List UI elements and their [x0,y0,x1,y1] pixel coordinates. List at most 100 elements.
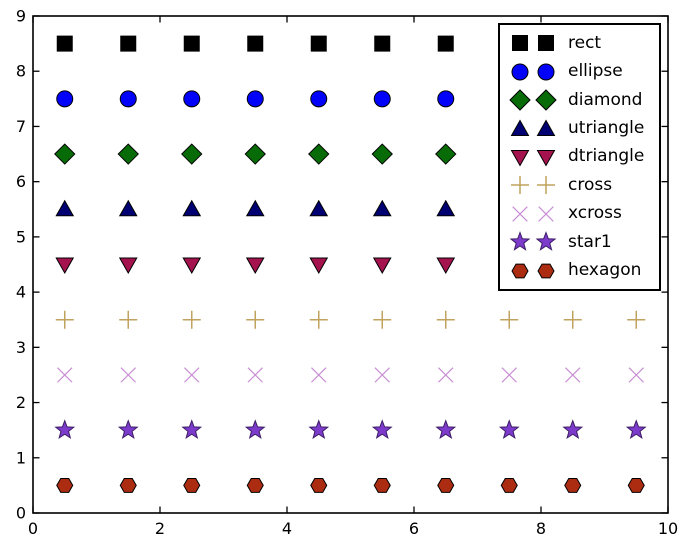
marker-diamond [54,143,76,165]
marker-dtriangle [436,257,456,275]
marker-cross [119,310,138,329]
legend-item-xcross: xcross [507,200,657,227]
marker-star1 [498,419,520,440]
legend-marker-plus-icon [511,176,555,195]
y-tick-label: 1 [16,448,26,467]
legend-marker-circle-icon [511,63,555,81]
marker-hexagon [500,477,518,493]
marker-dtriangle [245,257,265,275]
legend-label: utriangle [568,118,645,139]
legend-item-utriangle: utriangle [507,115,657,142]
y-tick-label: 3 [16,338,26,357]
marker-xcross [374,367,390,383]
x-tick-label: 0 [28,519,38,538]
marker-star1 [625,419,647,440]
marker-dtriangle [182,257,202,275]
marker-cross [246,310,265,329]
marker-xcross [120,367,136,383]
y-tick-label: 2 [16,393,26,412]
marker-star1 [435,419,457,440]
marker-xcross [628,367,644,383]
marker-star1 [54,419,76,440]
legend-marker-star5-icon [509,231,557,252]
legend-item-diamond: diamond [507,87,657,114]
marker-utriangle [245,199,265,217]
marker-xcross [501,367,517,383]
legend-marker-triangle-down-icon [510,149,556,167]
marker-utriangle [55,199,75,217]
legend-label: ellipse [568,61,623,82]
marker-ellipse [56,90,74,108]
marker-cross [627,310,646,329]
marker-xcross [438,367,454,383]
y-tick-label: 7 [16,117,26,136]
marker-utriangle [309,199,329,217]
marker-xcross [565,367,581,383]
marker-hexagon [627,477,645,493]
marker-hexagon [310,477,328,493]
marker-utriangle [436,199,456,217]
marker-rect [183,35,200,52]
marker-hexagon [437,477,455,493]
marker-ellipse [437,90,455,108]
marker-hexagon [183,477,201,493]
y-tick-label: 8 [16,62,26,81]
x-tick-label: 2 [155,519,165,538]
marker-cross [309,310,328,329]
marker-star1 [244,419,266,440]
x-tick-label: 8 [536,519,546,538]
x-tick-label: 6 [409,519,419,538]
legend-label: rect [568,32,602,53]
marker-ellipse [183,90,201,108]
marker-xcross [311,367,327,383]
marker-diamond [308,143,330,165]
marker-diamond [371,143,393,165]
marker-ellipse [246,90,264,108]
marker-rect [310,35,327,52]
marker-utriangle [118,199,138,217]
marker-xcross [247,367,263,383]
y-tick-label: 0 [16,504,26,523]
marker-diamond [244,143,266,165]
y-tick-label: 4 [16,283,26,302]
marker-star1 [562,419,584,440]
marker-rect [437,35,454,52]
marker-hexagon [119,477,137,493]
marker-star1 [181,419,203,440]
legend: rect ellipse diamond utriangle dtriangle cros… [498,23,661,291]
marker-rect [56,35,73,52]
marker-rect [120,35,137,52]
marker-utriangle [372,199,392,217]
marker-cross [500,310,519,329]
marker-utriangle [182,199,202,217]
marker-diamond [117,143,139,165]
legend-item-ellipse: ellipse [507,58,657,85]
marker-cross [563,310,582,329]
marker-xcross [57,367,73,383]
marker-ellipse [119,90,137,108]
legend-item-dtriangle: dtriangle [507,143,657,170]
legend-item-cross: cross [507,172,657,199]
legend-item-hexagon: hexagon [507,257,657,284]
marker-hexagon [56,477,74,493]
marker-diamond [181,143,203,165]
marker-hexagon [564,477,582,493]
axes-box [32,15,669,514]
marker-diamond [435,143,457,165]
legend-marker-square-icon [512,35,554,52]
legend-label: cross [568,174,613,195]
marker-ellipse [373,90,391,108]
marker-dtriangle [372,257,392,275]
marker-cross [182,310,201,329]
legend-label: star1 [568,231,612,252]
marker-cross [55,310,74,329]
x-tick-label: 10 [658,519,678,538]
marker-hexagon [373,477,391,493]
marker-star1 [371,419,393,440]
x-tick-label: 4 [282,519,292,538]
legend-marker-x-icon [512,206,554,222]
marker-dtriangle [118,257,138,275]
marker-dtriangle [55,257,75,275]
legend-label: dtriangle [568,146,645,167]
